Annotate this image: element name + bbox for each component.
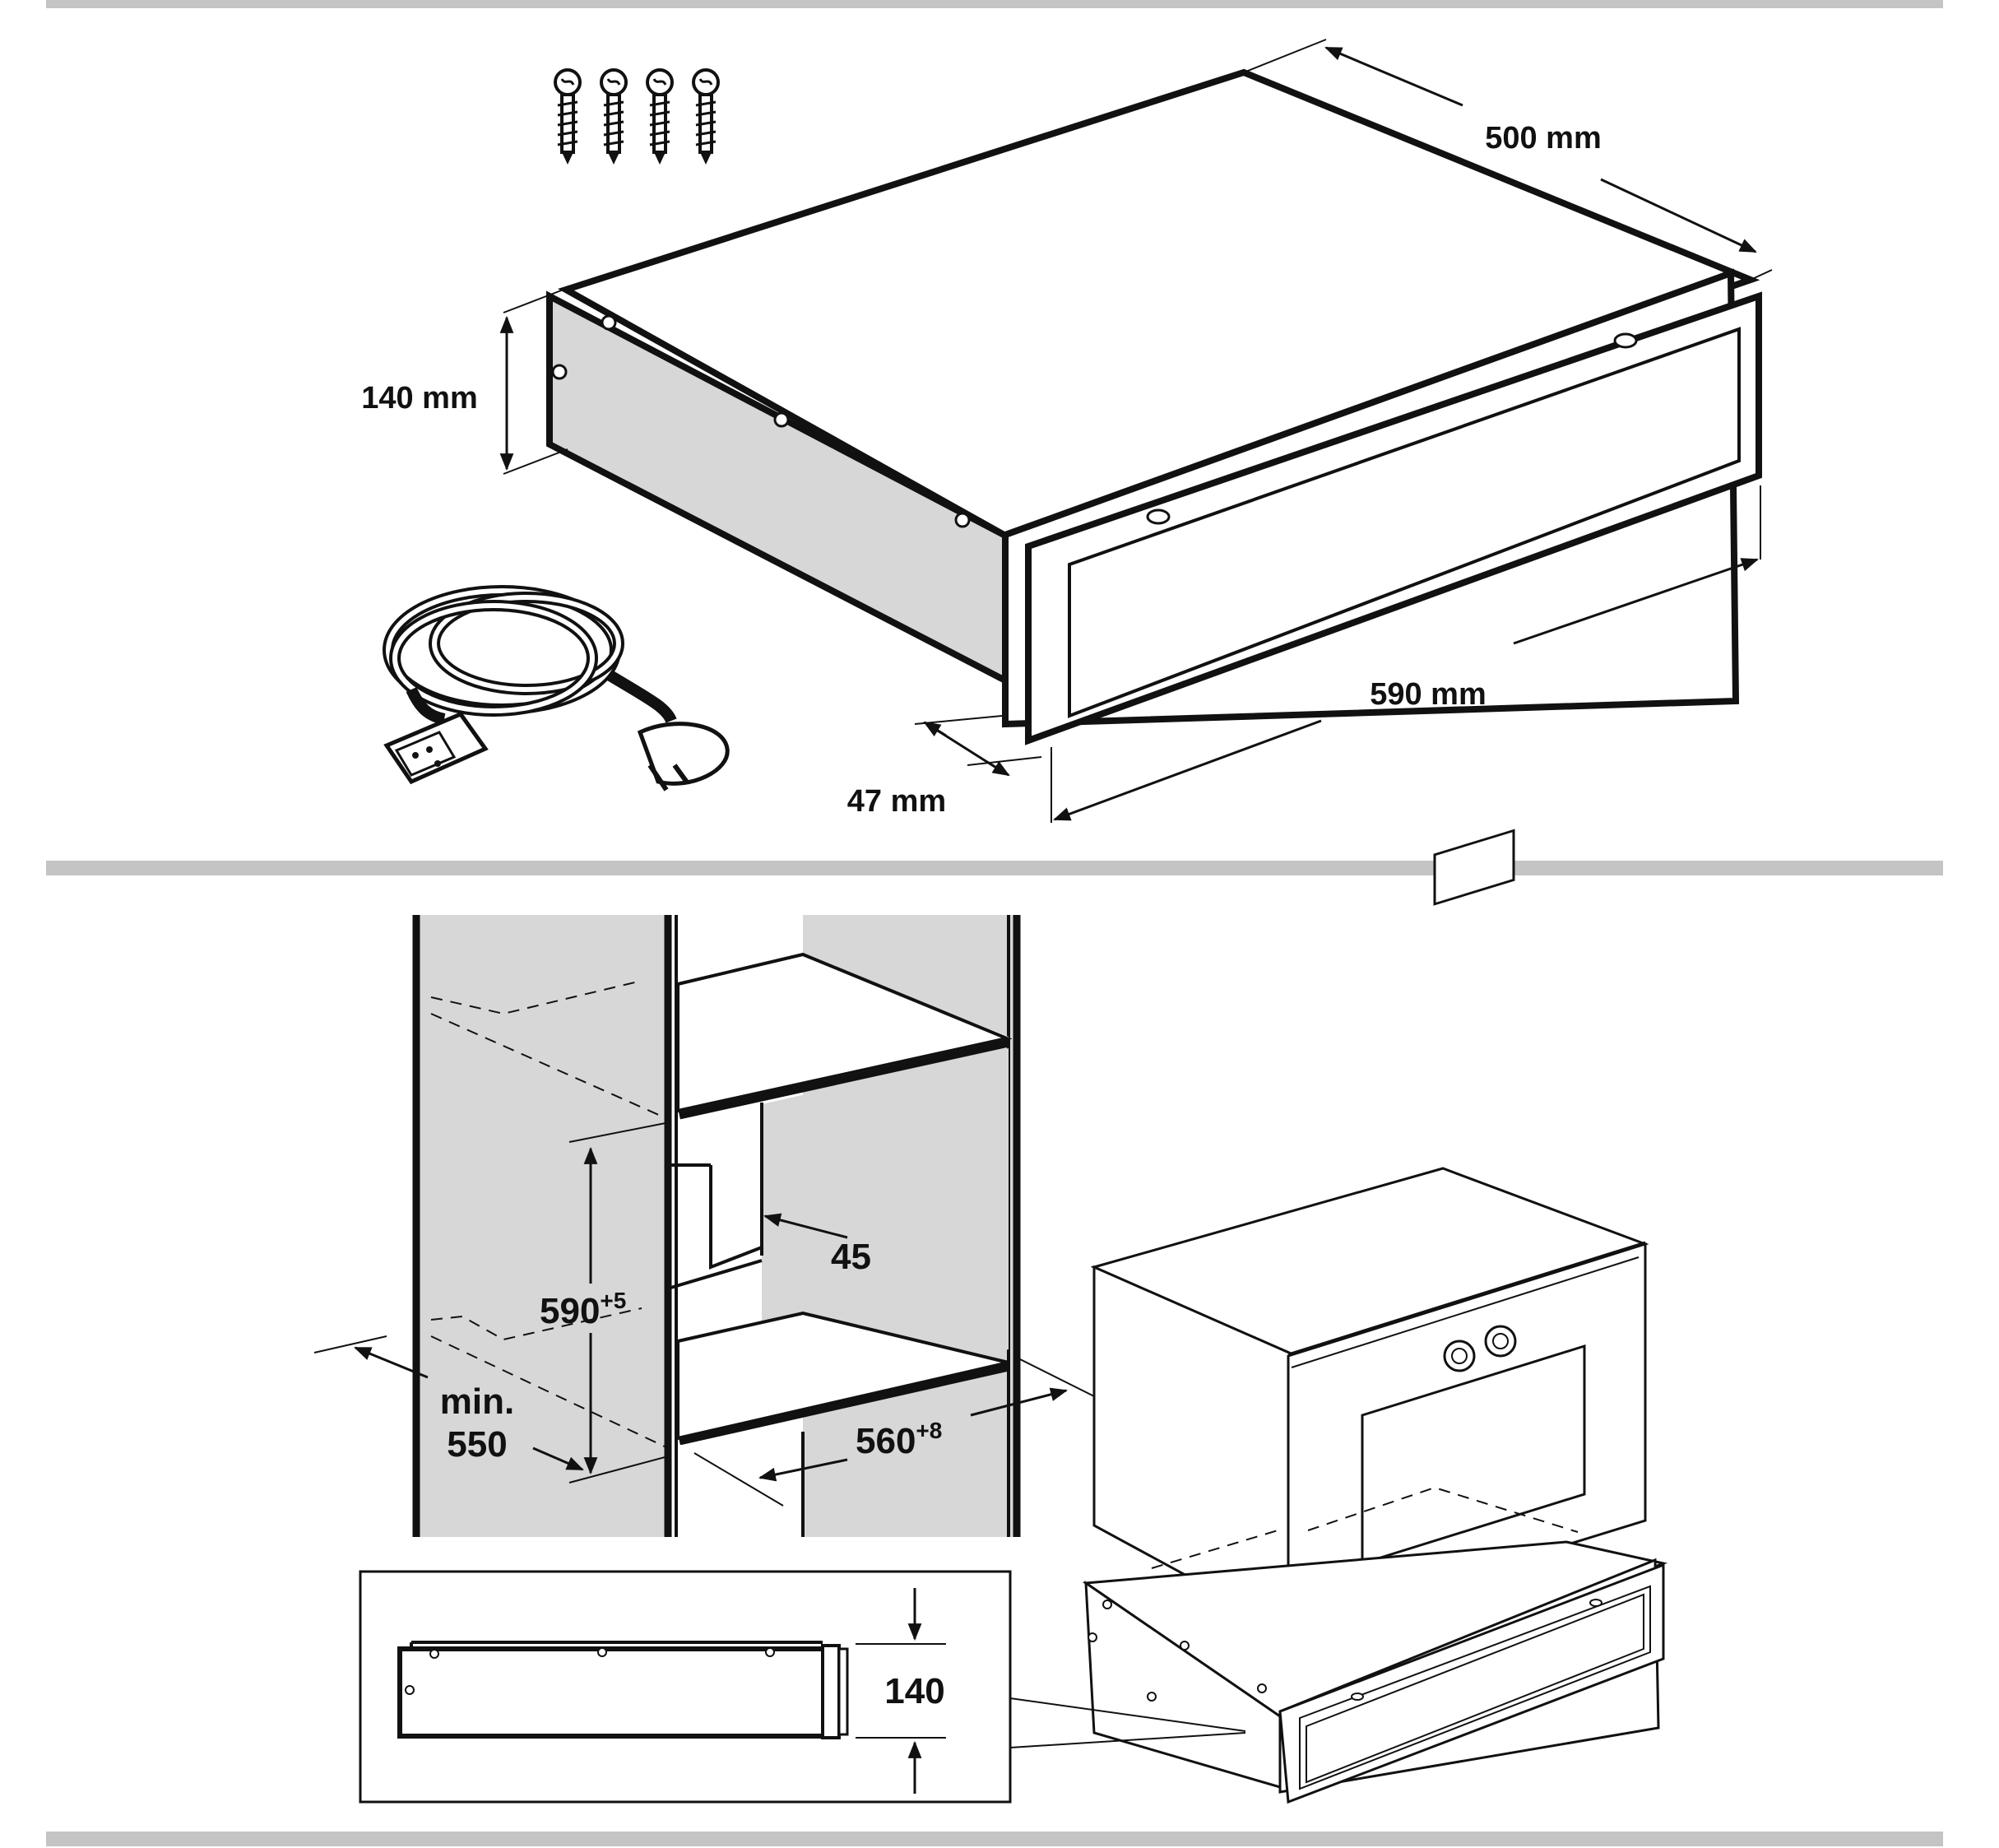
screw-icon (692, 68, 720, 165)
dimension-min-depth: min. 550 (313, 1335, 784, 1507)
dimension-width: 590 mm (1051, 485, 1761, 823)
dimension-offset: 45 (763, 1213, 871, 1277)
dimension-depth: 500 mm (1243, 39, 1773, 281)
label-height: 140 mm (361, 381, 478, 416)
label-offset: 45 (831, 1237, 871, 1277)
label-inset-height: 140 (884, 1671, 944, 1711)
label-width: 590 mm (1370, 677, 1486, 712)
dimension-niche-width: 560+8 (758, 1357, 1103, 1482)
power-cord-icon (383, 585, 730, 792)
separator-bar-middle (46, 861, 1943, 875)
label-niche-width: 560+8 (856, 1418, 942, 1461)
dimension-height: 140 mm (361, 287, 568, 475)
screws-group (554, 68, 720, 165)
dimension-niche-height: 590+5 (540, 1121, 670, 1484)
separator-bar-top (46, 0, 1943, 8)
screw-icon (554, 68, 582, 165)
oven-icon (1090, 829, 1649, 1633)
bottom-figure: 590+5 45 min. 550 560+8 (313, 829, 1668, 1804)
label-depth: 500 mm (1485, 121, 1602, 156)
label-min-line2: 550 (447, 1424, 507, 1465)
top-figure: 500 mm 140 mm 590 mm 47 mm (361, 39, 1773, 823)
screw-icon (600, 68, 628, 165)
label-min-line1: min. (440, 1381, 514, 1422)
screw-icon (646, 68, 674, 165)
inset-detail: 140 (359, 1570, 1246, 1804)
drawer-icon (1082, 1540, 1668, 1804)
dimension-front: 47 mm (847, 715, 1042, 819)
label-front: 47 mm (847, 784, 946, 819)
cabinet-niche (412, 915, 1021, 1537)
label-niche-height: 590+5 (540, 1288, 626, 1331)
warming-drawer (546, 68, 1762, 745)
separator-bar-bottom (46, 1832, 1943, 1846)
